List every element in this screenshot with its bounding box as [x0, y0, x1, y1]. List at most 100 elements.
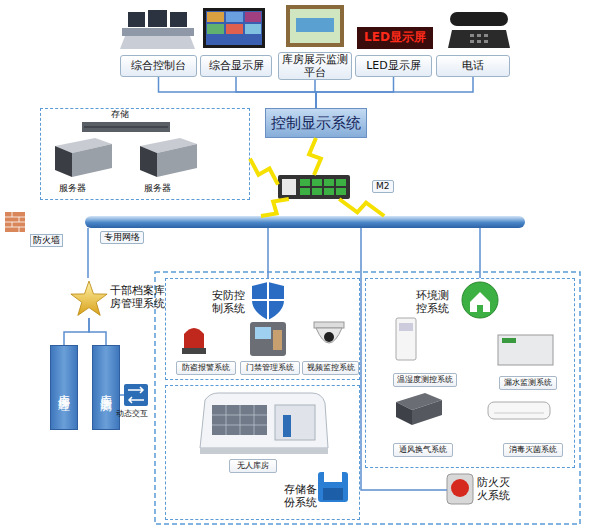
exchange-icon: 动态交互	[124, 384, 148, 406]
node-text: 防火灭火系统	[477, 476, 517, 502]
archive-cabinet-picture	[275, 405, 315, 440]
archive-cabinet-picture	[200, 448, 328, 454]
screen-label: 综合显示屏	[200, 55, 272, 77]
storage-rack-picture	[82, 122, 170, 132]
node-text: 综合控制台	[131, 59, 186, 72]
subsystem-group: 存储备份系统无人库房	[165, 385, 360, 520]
alarm-siren-picture	[184, 328, 204, 348]
m2-device-picture	[300, 188, 310, 195]
connector-line	[236, 77, 316, 108]
console-picture	[170, 12, 187, 27]
dome-camera-picture	[314, 322, 344, 343]
console-picture	[120, 36, 195, 49]
node-text: 防盗报警系统	[182, 363, 230, 373]
device-label: 无人库房	[229, 459, 277, 473]
floppy-icon	[323, 488, 343, 500]
server-picture	[72, 144, 112, 177]
sterilizer-picture	[488, 402, 550, 419]
server-picture	[157, 144, 197, 177]
node-text: 漏水监测系统	[504, 378, 552, 388]
dome-camera-picture	[314, 322, 344, 328]
fire-button-picture	[447, 474, 473, 504]
firewall-icon	[5, 212, 25, 232]
console-picture	[120, 10, 195, 49]
storage-rack-picture	[82, 122, 170, 132]
connector-line	[89, 318, 106, 345]
wireless-link	[309, 138, 321, 175]
exchange-icon-picture	[124, 384, 148, 406]
shield-icon	[252, 282, 284, 320]
storage-rack-picture	[84, 127, 168, 128]
ventilator-picture	[412, 400, 442, 425]
alarm-siren-picture	[182, 328, 206, 354]
screen-label: 综合控制台	[120, 55, 197, 77]
device-label: 视频监控系统	[302, 361, 359, 375]
node-text: 通风换气系统	[399, 445, 447, 455]
m2-device-picture	[300, 179, 310, 186]
led-screen-picture	[357, 27, 433, 49]
device-label: 通风换气系统	[393, 443, 453, 457]
fire-system: 防火灭火系统	[447, 474, 473, 504]
phone-picture	[448, 12, 510, 48]
node-text: 视频监控系统	[307, 363, 355, 373]
node-text: 干部档案库房管理系统	[110, 284, 170, 310]
sterilizer-picture	[494, 413, 544, 414]
archive-cabinet-picture	[200, 393, 328, 454]
house-icon	[462, 282, 498, 318]
m2-device-picture	[336, 179, 346, 186]
node-text: 服务器	[144, 183, 188, 194]
connector-line	[361, 228, 447, 490]
device-label: 温湿度测控系统	[393, 373, 457, 387]
node-text: 综合显示屏	[209, 59, 264, 72]
display-wall-picture	[226, 24, 243, 34]
console-picture	[122, 28, 194, 36]
connector-line	[316, 77, 473, 108]
device-label: 漏水监测系统	[499, 376, 557, 390]
display-wall-picture	[207, 12, 224, 22]
house-icon	[470, 292, 490, 312]
screen-label: 库房展示监测平台	[278, 52, 352, 80]
node-text: 存储	[111, 109, 145, 120]
platform-picture	[286, 5, 344, 47]
connector-line	[267, 228, 269, 278]
phone-picture	[477, 40, 481, 43]
module-box: 库房监测	[92, 345, 120, 430]
display-wall-picture	[207, 24, 224, 34]
subsystem-group: 环境测控系统温湿度测控系统 漏水监测系统通风换气系统 消毒灭菌系统	[365, 278, 575, 468]
connector-line	[87, 228, 89, 278]
m2-device-picture	[312, 179, 322, 186]
node-text: 门禁管理系统	[246, 363, 294, 373]
outer-dashed-frame	[155, 272, 580, 524]
phone-picture	[448, 30, 510, 48]
archive-cabinet-picture	[200, 393, 328, 448]
subsystem-group: 安防控制系统防盗报警系统 门禁管理系统 视频监控系统	[165, 278, 360, 380]
m2-device-picture	[312, 188, 322, 195]
node-text: 环境测控系统	[416, 289, 456, 315]
air-conditioner-picture	[399, 323, 413, 331]
house-icon	[462, 282, 498, 318]
node-text: 库房监测	[99, 384, 113, 392]
house-icon	[477, 305, 483, 312]
floppy-icon	[324, 472, 342, 482]
outer-dashed-frame	[155, 272, 580, 524]
node-text: 安防控制系统	[212, 289, 252, 315]
device-label: 门禁管理系统	[240, 361, 300, 375]
server-picture	[140, 146, 157, 177]
console-picture	[128, 12, 145, 27]
exchange-icon-picture	[128, 387, 144, 403]
firewall-icon	[5, 212, 25, 232]
access-control-picture	[273, 330, 282, 350]
wireless-link	[261, 199, 289, 216]
star-shape	[71, 281, 107, 315]
screen-label: 电话	[436, 55, 510, 77]
phone-picture	[450, 12, 508, 26]
node-text: 存储备份系统	[284, 483, 324, 509]
node-text: 服务器	[59, 183, 103, 194]
ventilator-picture	[396, 393, 442, 425]
m2-device-picture	[324, 179, 334, 186]
node-text: 消毒灭菌系统	[509, 445, 557, 455]
node-text: 动态交互	[116, 409, 156, 419]
node-text: 控制显示系统	[271, 114, 361, 132]
m2-device-picture	[282, 179, 296, 195]
